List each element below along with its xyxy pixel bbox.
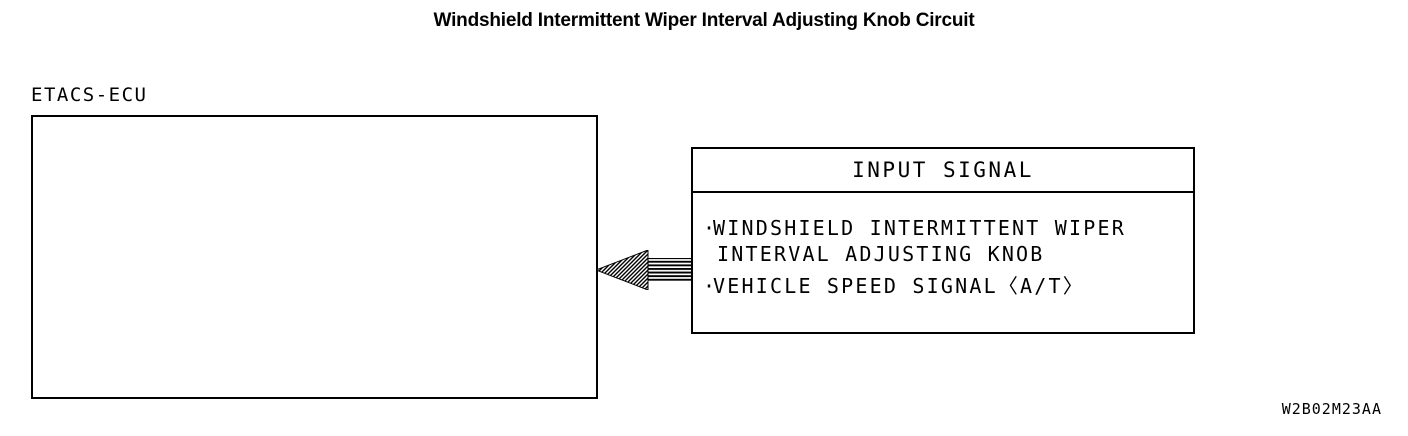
list-item-label: VEHICLE SPEED SIGNAL〈A/T〉 [713,274,1085,298]
list-item: ·WINDSHIELD INTERMITTENT WIPER [703,215,1193,241]
bullet-icon: · [703,274,718,298]
figure-code: W2B02M23AA [1281,400,1382,418]
page-title: Windshield Intermittent Wiper Interval A… [433,10,975,31]
bullet-icon: · [703,216,718,240]
input-signal-box: INPUT SIGNAL ·WINDSHIELD INTERMITTENT WI… [691,147,1195,334]
input-signal-header: INPUT SIGNAL [693,149,1193,193]
list-item-label-continued: INTERVAL ADJUSTING KNOB [717,242,1045,266]
input-signal-title: INPUT SIGNAL [852,158,1034,182]
list-item-label: WINDSHIELD INTERMITTENT WIPER [713,216,1126,240]
list-item: ·VEHICLE SPEED SIGNAL〈A/T〉 [703,273,1193,299]
ecu-box [31,115,598,399]
ecu-label: ETACS-ECU [31,84,148,106]
hatched-arrow-icon [594,249,694,291]
input-signal-list: ·WINDSHIELD INTERMITTENT WIPER INTERVAL … [693,193,1193,299]
